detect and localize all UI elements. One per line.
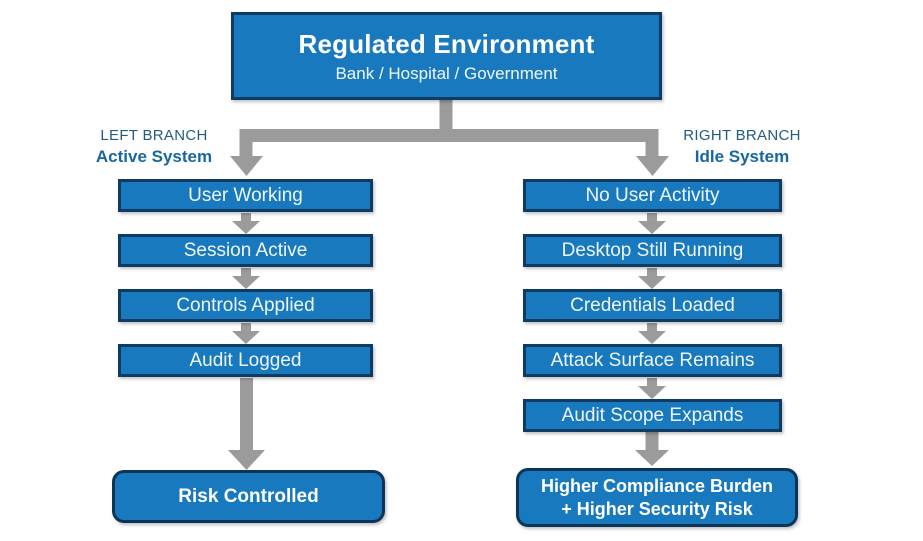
node-desktop-still-running: Desktop Still Running <box>523 234 782 267</box>
node-audit-logged: Audit Logged <box>118 344 373 377</box>
root-split-connector <box>230 100 669 176</box>
node-user-working: User Working <box>118 179 373 212</box>
node-higher-compliance-burden: Higher Compliance Burden + Higher Securi… <box>516 468 798 527</box>
left-branch-name: Active System <box>95 146 213 166</box>
node-no-user-activity: No User Activity <box>523 179 782 212</box>
right-outcome-line-2: + Higher Security Risk <box>561 498 753 519</box>
left-column-step-arrows <box>232 213 260 344</box>
root-node-title: Regulated Environment <box>298 28 595 59</box>
node-audit-scope-expands: Audit Scope Expands <box>523 399 782 432</box>
node-controls-applied: Controls Applied <box>118 289 373 322</box>
left-outcome-label: Risk Controlled <box>178 485 319 507</box>
root-node-subtitle: Bank / Hospital / Government <box>335 63 558 83</box>
node-risk-controlled: Risk Controlled <box>112 470 385 523</box>
node-regulated-environment: Regulated Environment Bank / Hospital / … <box>231 12 662 100</box>
node-session-active: Session Active <box>118 234 373 267</box>
right-outcome-line-1: Higher Compliance Burden <box>540 476 774 496</box>
left-outcome-arrow <box>228 378 265 470</box>
node-attack-surface-remains: Attack Surface Remains <box>523 344 782 377</box>
right-branch-name: Idle System <box>694 146 790 166</box>
node-credentials-loaded: Credentials Loaded <box>523 289 782 322</box>
right-outcome-arrow <box>635 432 669 466</box>
right-branch-kicker: RIGHT BRANCH <box>683 127 801 144</box>
left-branch-kicker: LEFT BRANCH <box>100 127 208 144</box>
left-branch-label: LEFT BRANCH Active System <box>78 127 230 167</box>
right-branch-label: RIGHT BRANCH Idle System <box>672 127 812 167</box>
